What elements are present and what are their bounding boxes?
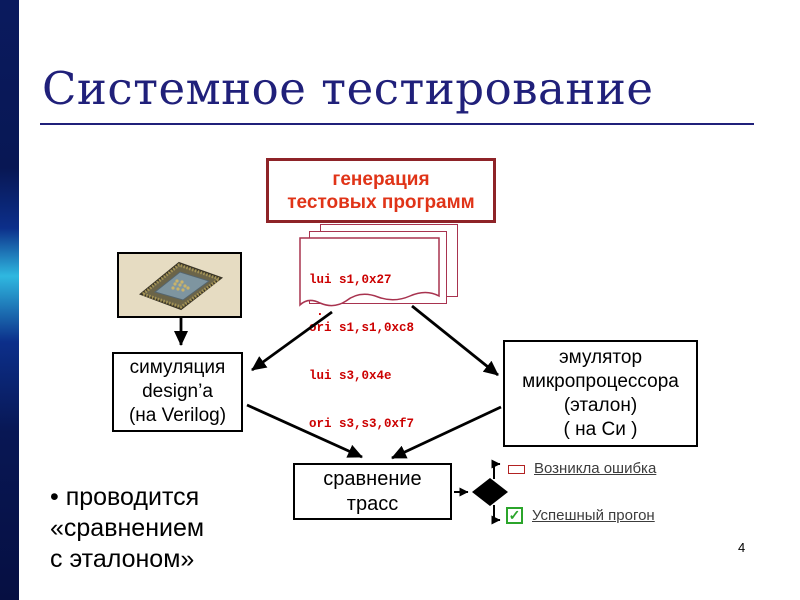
document-page-front [299, 237, 440, 307]
code-line: ori s3,s3,0xf7 [309, 417, 415, 431]
code-ellipsis: . [316, 304, 324, 319]
bullet-text: • проводится «сравнением с эталоном» [50, 482, 280, 575]
emulator-box-line3: (эталон) [563, 394, 638, 416]
unchecked-red-box-icon [508, 464, 525, 474]
comparison-box: сравнение трасс [293, 463, 452, 520]
green-checked-box-icon: ✓ [506, 506, 523, 524]
generation-box-line1: генерация [332, 168, 430, 190]
sidebar-gradient-bar [0, 0, 19, 600]
chip-illustration [139, 261, 224, 311]
decision-diamond [472, 478, 508, 506]
page-number: 4 [738, 540, 746, 555]
bullet-line: «сравнением [50, 514, 205, 542]
title-underline [40, 123, 754, 125]
emulator-box-line4: ( на Си ) [563, 418, 638, 440]
simulation-box-line2: design’a [142, 381, 213, 402]
success-outcome-label: Успешный прогон [532, 506, 655, 524]
emulator-box-line1: эмулятор [558, 346, 643, 368]
simulation-box: симуляция design’a (на Verilog) [112, 352, 243, 432]
arrow-decision-to-error [491, 459, 501, 479]
check-mark-icon: ✓ [508, 506, 521, 523]
emulator-box-line2: микропроцессора [522, 370, 679, 392]
comparison-box-line1: сравнение [323, 467, 422, 490]
assembly-code-listing: lui s1,0x27 ori s1,s1,0xc8 lui s3,0x4e o… [309, 240, 414, 464]
simulation-box-line3: (на Verilog) [128, 405, 227, 426]
arrow-decision-to-success [491, 505, 501, 525]
test-program-documents: lui s1,0x27 ori s1,s1,0xc8 lui s3,0x4e o… [298, 220, 462, 431]
bullet-line: • проводится [50, 483, 200, 511]
bullet-line: с эталоном» [50, 545, 195, 573]
emulator-box: эмулятор микропроцессора (эталон) ( на С… [503, 340, 698, 447]
outcome-error-row: Возникла ошибка [508, 458, 656, 478]
slide-title: Системное тестирование [42, 62, 654, 115]
simulation-box-line1: симуляция [129, 357, 226, 378]
generation-box-line2: тестовых программ [287, 191, 475, 213]
code-line: lui s3,0x4e [309, 369, 392, 383]
generation-box: генерация тестовых программ [266, 158, 496, 223]
comparison-box-line2: трасс [346, 492, 399, 515]
microprocessor-photo [117, 252, 242, 318]
outcome-success-row: ✓ Успешный прогон [506, 505, 655, 525]
error-outcome-label: Возникла ошибка [534, 459, 657, 477]
code-line: ori s1,s1,0xc8 [309, 321, 415, 335]
code-line: lui s1,0x27 [309, 273, 392, 287]
